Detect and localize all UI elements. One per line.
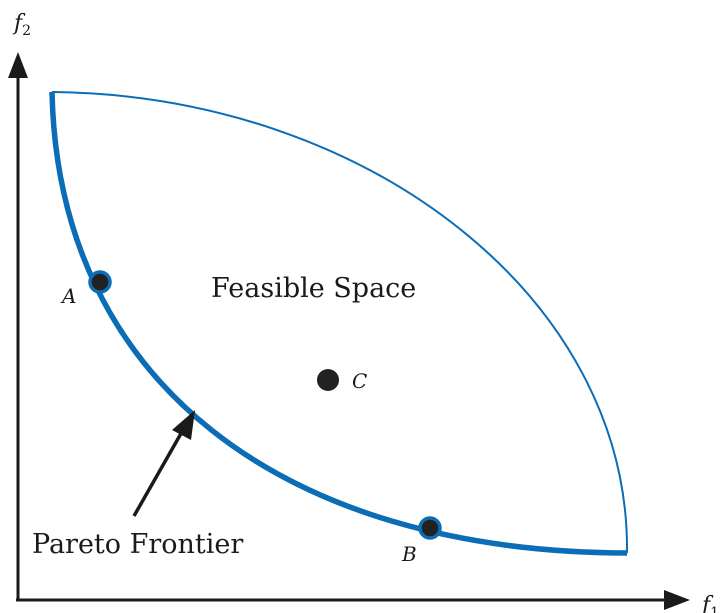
point-a-label: A: [60, 284, 76, 308]
point-b-label: B: [401, 542, 417, 566]
x-axis-arrowhead: [664, 590, 690, 610]
x-axis-label: f1: [700, 593, 719, 613]
feasible-space-label: Feasible Space: [211, 273, 416, 304]
pareto-frontier-label: Pareto Frontier: [32, 529, 243, 560]
frontier-annotation-arrow-line: [132, 429, 185, 517]
pareto-frontier-curve: [49, 91, 628, 556]
feasible-region-boundary: [52, 91, 629, 554]
point-c-label: C: [352, 369, 367, 393]
point-c-marker: [317, 369, 339, 391]
axes: [8, 52, 690, 610]
y-axis-arrowhead: [8, 52, 28, 78]
point-a-marker: [88, 270, 112, 294]
frontier-annotation-arrowhead: [172, 410, 195, 440]
y-axis-label: f2: [12, 11, 31, 39]
point-b-marker: [418, 516, 442, 540]
